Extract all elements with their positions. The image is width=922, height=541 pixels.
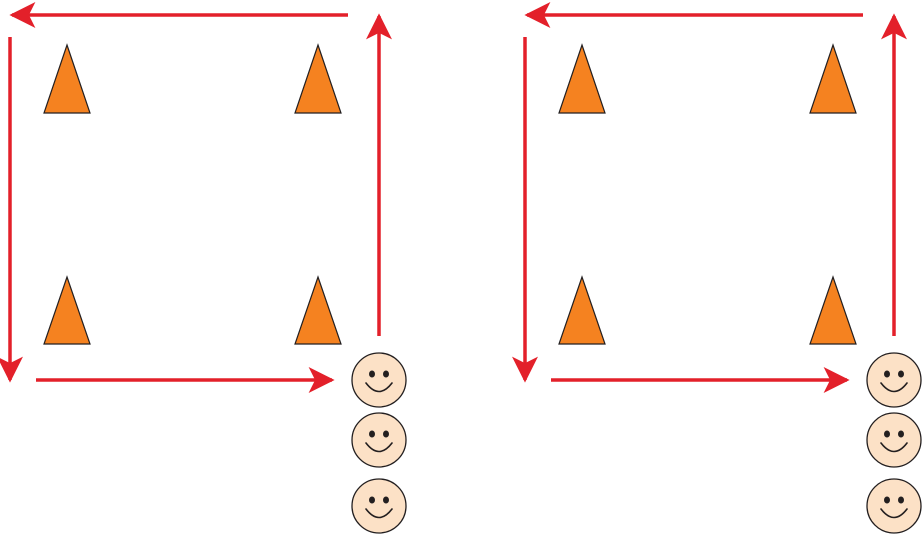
smile-icon <box>880 442 908 453</box>
right-eye-icon <box>383 370 389 378</box>
player-3 <box>351 478 407 534</box>
cone-icon <box>558 275 606 345</box>
smiley-face-icon <box>866 478 922 534</box>
left-eye-icon <box>884 430 890 438</box>
smiley-face-icon <box>351 478 407 534</box>
right-eye-icon <box>383 430 389 438</box>
smile-icon <box>365 508 393 519</box>
right-eye-icon <box>383 496 389 504</box>
player-2 <box>866 412 922 468</box>
left-eye-icon <box>884 496 890 504</box>
smile-icon <box>365 442 393 453</box>
cone-icon <box>809 275 857 345</box>
right-eye-icon <box>898 496 904 504</box>
cone-icon <box>43 43 91 114</box>
cone-icon <box>43 275 91 345</box>
smiley-face-icon <box>866 352 922 408</box>
drill-left <box>0 1 407 534</box>
cone-icon <box>558 43 606 114</box>
cone-icon <box>294 43 342 114</box>
smile-icon <box>365 382 393 393</box>
smile-icon <box>880 382 908 393</box>
cone-icon <box>809 43 857 114</box>
player-1 <box>351 352 407 408</box>
smiley-face-icon <box>351 412 407 468</box>
right-eye-icon <box>898 430 904 438</box>
player-3 <box>866 478 922 534</box>
drill-right <box>512 1 922 534</box>
left-eye-icon <box>369 370 375 378</box>
player-1 <box>866 352 922 408</box>
left-eye-icon <box>884 370 890 378</box>
cone-icon <box>294 275 342 345</box>
right-eye-icon <box>898 370 904 378</box>
left-eye-icon <box>369 496 375 504</box>
smile-icon <box>880 508 908 519</box>
player-2 <box>351 412 407 468</box>
smiley-face-icon <box>351 352 407 408</box>
smiley-face-icon <box>866 412 922 468</box>
left-eye-icon <box>369 430 375 438</box>
